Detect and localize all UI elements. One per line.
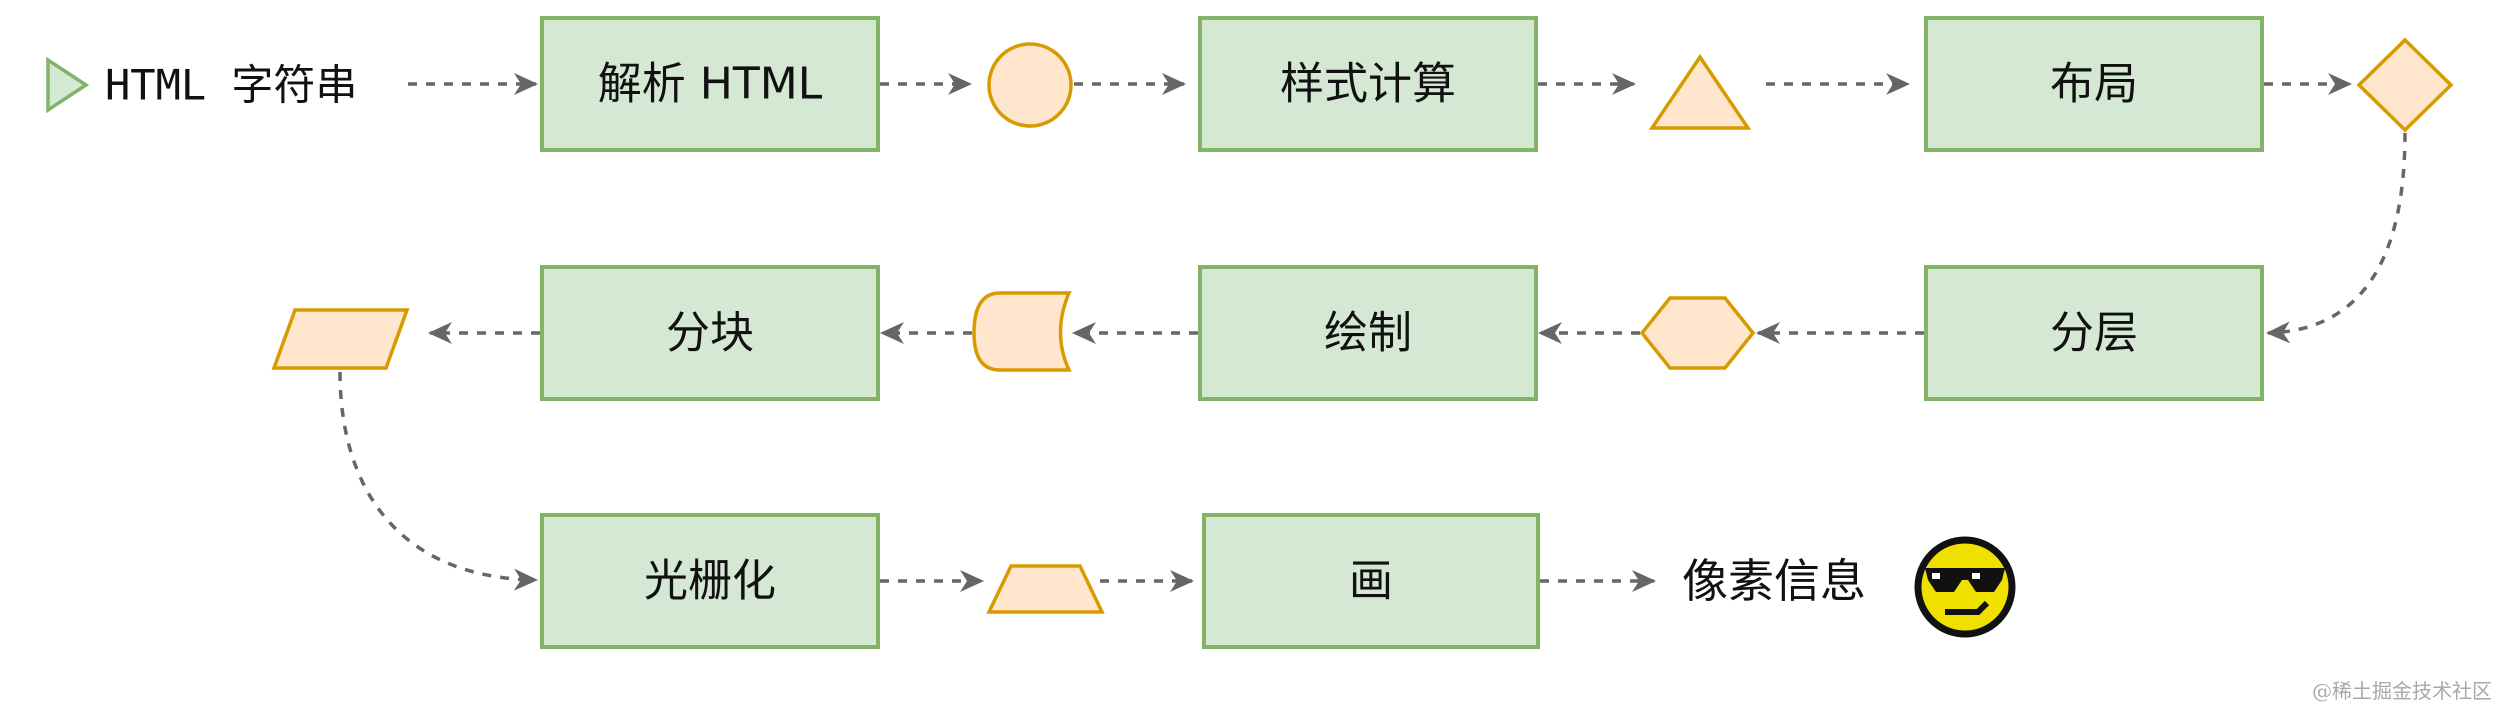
start-label: HTML 字符串 xyxy=(105,61,357,110)
paint-label: 绘制 xyxy=(1324,308,1412,359)
dom-circle-icon xyxy=(987,42,1073,128)
edge-diamond-to-layer xyxy=(2266,132,2407,344)
tiles-box xyxy=(540,265,880,401)
start-triangle-icon xyxy=(46,56,90,114)
triangle-shape-icon xyxy=(1648,53,1752,130)
draw-label: 画 xyxy=(1349,556,1393,607)
layer-box xyxy=(1924,265,2264,401)
edges xyxy=(338,73,2407,592)
hexagon-shape-icon xyxy=(1639,296,1756,370)
parse-html-box xyxy=(540,16,880,152)
parallelogram-shape-icon xyxy=(271,308,410,370)
draw-box xyxy=(1202,513,1540,649)
sunglasses-smiley-icon xyxy=(1914,536,2016,638)
layer-label: 分层 xyxy=(2050,308,2138,359)
diamond-shape-icon xyxy=(2356,37,2454,133)
raster-box xyxy=(540,513,880,649)
trapezoid-shape-icon xyxy=(986,564,1105,614)
raster-label: 光栅化 xyxy=(644,556,776,607)
paint-box xyxy=(1198,265,1538,401)
stored-data-shape-icon xyxy=(972,291,1072,372)
end-label: 像素信息 xyxy=(1682,554,1866,608)
style-calc-box xyxy=(1198,16,1538,152)
style-calc-label: 样式计算 xyxy=(1280,59,1456,110)
parse-html-label: 解析 HTML xyxy=(598,59,823,110)
edge-parallelogram-to-raster xyxy=(338,371,538,591)
watermark: @稀土掘金技术社区 xyxy=(2312,679,2492,703)
layout-label: 布局 xyxy=(2050,59,2138,110)
tiles-label: 分块 xyxy=(666,308,754,359)
layout-box xyxy=(1924,16,2264,152)
